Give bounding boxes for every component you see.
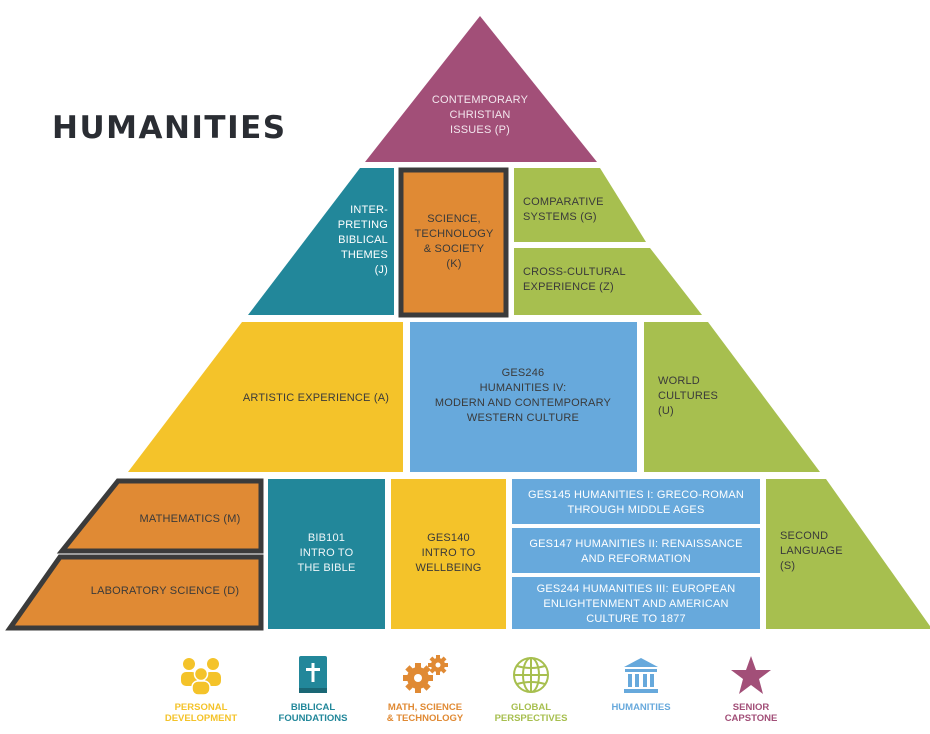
legend-label: PERSONAL DEVELOPMENT bbox=[164, 702, 238, 724]
legend-personal-development: PERSONAL DEVELOPMENT bbox=[146, 652, 256, 724]
globe-icon bbox=[476, 652, 586, 698]
people-icon bbox=[146, 652, 256, 698]
legend-label: GLOBAL PERSPECTIVES bbox=[494, 702, 568, 724]
star-icon bbox=[696, 652, 806, 698]
institution-icon bbox=[586, 652, 696, 698]
legend-label: MATH, SCIENCE & TECHNOLOGY bbox=[386, 702, 464, 724]
artistic-experience-label: ARTISTIC EXPERIENCE (A) bbox=[242, 392, 390, 404]
legend-global-perspectives: GLOBAL PERSPECTIVES bbox=[476, 652, 586, 724]
comparative-systems-block bbox=[514, 168, 646, 242]
capstone-block bbox=[365, 16, 597, 162]
bible-intro-block bbox=[268, 479, 385, 629]
cross-cultural-label: CROSS-CULTURAL EXPERIENCE (Z) bbox=[523, 266, 626, 293]
science-technology-society-label: SCIENCE, TECHNOLOGY & SOCIETY (K) bbox=[414, 213, 494, 270]
legend-label: HUMANITIES bbox=[611, 702, 671, 713]
laboratory-science-label: LABORATORY SCIENCE (D) bbox=[90, 585, 240, 597]
humanities-iii-block bbox=[512, 577, 760, 629]
cross-cultural-block bbox=[514, 248, 702, 315]
bible-icon bbox=[258, 652, 368, 698]
legend-label: BIBLICAL FOUNDATIONS bbox=[278, 702, 348, 724]
science-technology-society-block bbox=[398, 167, 509, 318]
legend-label: SENIOR CAPSTONE bbox=[724, 702, 778, 724]
humanities-iii-label: GES244 HUMANITIES III: EUROPEAN ENLIGHTE… bbox=[536, 583, 736, 625]
humanities-i-block bbox=[512, 479, 760, 524]
humanities-ii-block bbox=[512, 528, 760, 573]
world-cultures-block bbox=[644, 322, 820, 472]
legend-humanities: HUMANITIES bbox=[586, 652, 696, 713]
interpreting-biblical-themes-block bbox=[248, 168, 394, 315]
legend-math-science-technology: MATH, SCIENCE & TECHNOLOGY bbox=[370, 652, 480, 724]
bible-intro-label: BIB101 INTRO TO THE BIBLE bbox=[297, 532, 356, 574]
humanities-i-label: GES145 HUMANITIES I: GRECO-ROMAN THROUGH… bbox=[527, 489, 745, 516]
interpreting-biblical-themes-label: INTER- PRETING BIBLICAL THEMES (J) bbox=[337, 204, 388, 276]
world-cultures-label: WORLD CULTURES (U) bbox=[658, 375, 719, 417]
capstone-label: CONTEMPORARY CHRISTIAN ISSUES (P) bbox=[431, 94, 529, 136]
second-language-block bbox=[766, 479, 930, 629]
gears-icon bbox=[370, 652, 480, 698]
wellbeing-block bbox=[391, 479, 506, 629]
page-title: HUMANITIES bbox=[52, 110, 287, 146]
legend-biblical-foundations: BIBLICAL FOUNDATIONS bbox=[258, 652, 368, 724]
wellbeing-label: GES140 INTRO TO WELLBEING bbox=[415, 532, 482, 574]
mathematics-label: MATHEMATICS (M) bbox=[139, 513, 241, 525]
mathematics-block bbox=[56, 478, 264, 554]
humanities-ii-label: GES147 HUMANITIES II: RENAISSANCE AND RE… bbox=[529, 538, 743, 565]
second-language-label: SECOND LANGUAGE (S) bbox=[780, 530, 843, 572]
legend-senior-capstone: SENIOR CAPSTONE bbox=[696, 652, 806, 724]
artistic-experience-block bbox=[128, 322, 403, 472]
humanities-iv-label: GES246 HUMANITIES IV: MODERN AND CONTEMP… bbox=[434, 367, 612, 424]
comparative-systems-label: COMPARATIVE SYSTEMS (G) bbox=[523, 196, 604, 223]
humanities-iv-block bbox=[410, 322, 637, 472]
laboratory-science-block bbox=[5, 554, 264, 631]
